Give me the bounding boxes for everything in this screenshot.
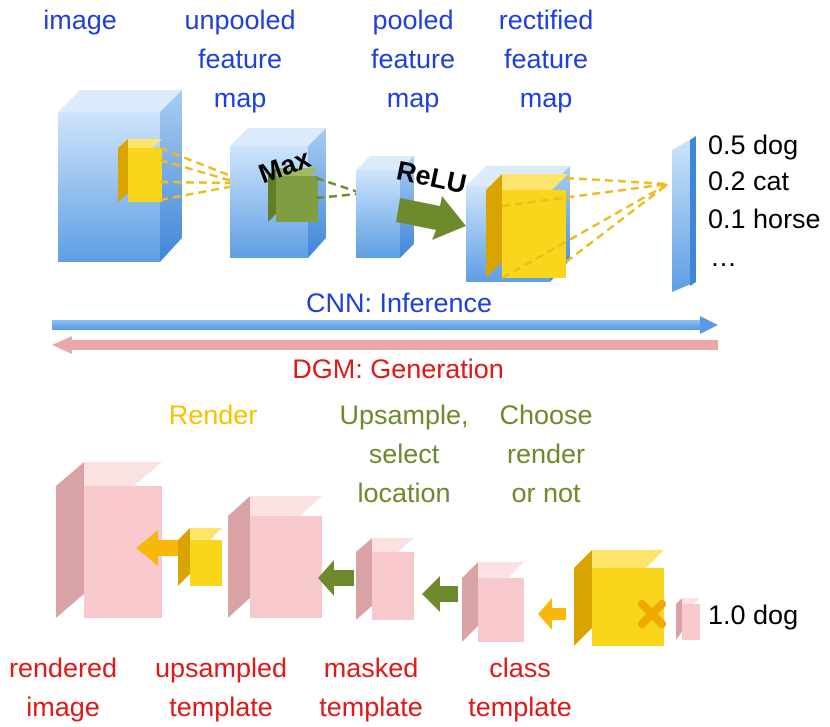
- label-class-2: template: [468, 692, 572, 722]
- cnn-inference-arrow: [52, 316, 718, 334]
- label-unpooled-1: unpooled: [184, 5, 295, 35]
- upsample-arrow: [318, 560, 354, 596]
- bottom-output-label: 1.0 dog: [708, 600, 798, 630]
- label-pooled-1: pooled: [372, 5, 453, 35]
- dgm-generation-arrow: [52, 336, 718, 354]
- image-patch: [118, 139, 162, 202]
- op-choose-2: render: [507, 439, 585, 469]
- class-input-block: [676, 598, 700, 640]
- label-class-1: class: [489, 653, 551, 683]
- output-score-1: 0.5 dog: [708, 130, 798, 160]
- select-arrow: [422, 576, 458, 612]
- switch-x-icon: [638, 600, 666, 628]
- rectified-region: [486, 174, 568, 278]
- label-rendered-1: rendered: [9, 653, 117, 683]
- render-choice-block: [574, 550, 664, 646]
- patch-projection-lines: [159, 146, 237, 202]
- label-upsampled-2: template: [169, 692, 273, 722]
- label-rendered-2: image: [26, 692, 100, 722]
- choose-arrow: [538, 598, 566, 630]
- upsampled-template-block: [228, 496, 322, 618]
- masked-template-block: [356, 538, 414, 620]
- label-masked-2: template: [319, 692, 423, 722]
- op-render: Render: [169, 400, 258, 430]
- output-projection-lines: [501, 176, 669, 280]
- max-projection-lines: [315, 176, 359, 200]
- op-upsample-3: location: [357, 478, 450, 508]
- label-upsampled-1: upsampled: [155, 653, 287, 683]
- output-score-2: 0.2 cat: [708, 166, 790, 196]
- render-arrow: [136, 530, 178, 566]
- op-choose-1: Choose: [499, 400, 592, 430]
- label-rectified-2: feature: [504, 44, 588, 74]
- class-template-block: [462, 562, 524, 642]
- op-upsample-1: Upsample,: [339, 400, 468, 430]
- relu-arrow: [396, 196, 466, 240]
- template-block: [178, 528, 222, 586]
- max-region: [268, 168, 318, 222]
- label-pooled-2: feature: [371, 44, 455, 74]
- rendered-image-block: [56, 462, 162, 618]
- output-score-more: …: [710, 242, 737, 272]
- label-rectified-3: map: [520, 83, 573, 113]
- output-score-3: 0.1 horse: [708, 204, 821, 234]
- cnn-label: CNN: Inference: [306, 288, 492, 318]
- output-vector: [672, 136, 696, 292]
- label-masked-1: masked: [324, 653, 419, 683]
- label-image: image: [43, 5, 117, 35]
- image-block: [58, 90, 182, 262]
- label-rectified-1: rectified: [499, 5, 594, 35]
- op-upsample-2: select: [369, 439, 440, 469]
- label-unpooled-2: feature: [198, 44, 282, 74]
- dgm-label: DGM: Generation: [292, 354, 504, 384]
- label-unpooled-3: map: [214, 83, 267, 113]
- op-choose-3: or not: [511, 478, 581, 508]
- label-pooled-3: map: [387, 83, 440, 113]
